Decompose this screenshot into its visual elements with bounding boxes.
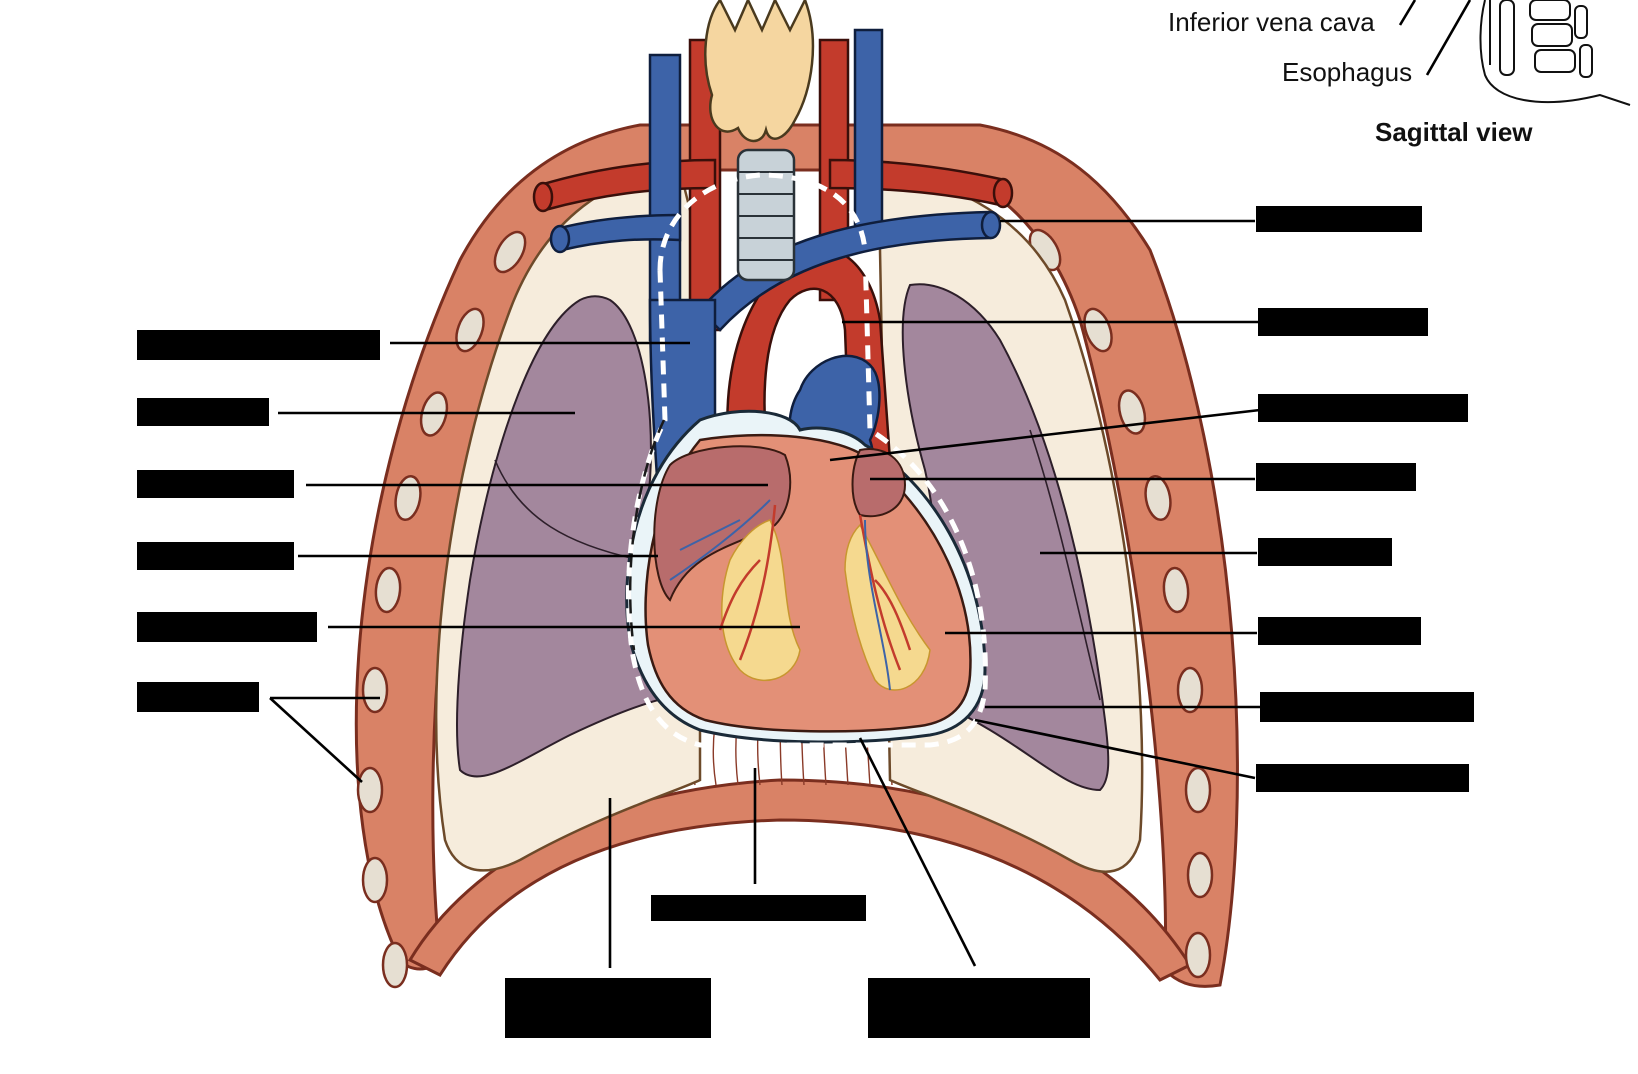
spine-icon (1529, 0, 1593, 78)
sagittal-outline (1479, 0, 1631, 106)
left-lung-fissure (1029, 429, 1101, 701)
rib-icon (1184, 931, 1212, 979)
sagittal-view-title: Sagittal view (1375, 117, 1533, 147)
rib-icon (455, 307, 485, 353)
internal-jugular-left (853, 28, 884, 232)
redacted-label-right-6 (1258, 617, 1421, 645)
redacted-label-left-2 (137, 398, 269, 426)
leader-bottom-3 (858, 737, 977, 967)
leader-right-8 (974, 718, 1256, 780)
trachea-icon (736, 148, 796, 282)
redacted-label-bottom-3 (868, 978, 1090, 1038)
esophagus-label: Esophagus (1282, 57, 1412, 87)
rib-icon (361, 856, 389, 904)
redacted-label-right-4 (1256, 463, 1416, 491)
rib-icon (1117, 389, 1147, 435)
redacted-labels (137, 206, 1474, 1038)
rib-icon (1162, 566, 1190, 614)
right-lung-fissure (494, 459, 641, 561)
redacted-label-left-3 (137, 470, 294, 498)
thyroid-icon (704, 0, 815, 143)
rib-bones-right (1028, 228, 1214, 979)
redacted-label-right-3 (1258, 394, 1468, 422)
redacted-label-right-8 (1256, 764, 1469, 792)
chest-wall (354, 123, 1239, 989)
vessel-end (992, 177, 1014, 209)
rib-icon (1144, 474, 1172, 522)
redacted-label-left-1 (137, 330, 380, 360)
rib-icon (1186, 851, 1214, 899)
redacted-label-bottom-1 (651, 895, 866, 921)
redacted-label-left-4 (137, 542, 294, 570)
cardiac-veins (669, 499, 891, 691)
rib-icon (374, 566, 402, 614)
leader-left-6b (269, 697, 363, 783)
airway (704, 0, 815, 282)
coronary-arteries (718, 504, 912, 671)
redacted-label-left-5 (137, 612, 317, 642)
redacted-label-right-2 (1258, 308, 1428, 336)
inferior-vena-cava-label: Inferior vena cava (1168, 7, 1375, 37)
coronary-fat (721, 519, 931, 691)
rib-icon (1184, 766, 1212, 814)
redacted-label-right-7 (1260, 692, 1474, 722)
redacted-label-right-5 (1258, 538, 1392, 566)
leader-right-3 (829, 408, 1261, 462)
left-atrium (851, 448, 907, 518)
rib-icon (356, 766, 384, 814)
redacted-label-left-6 (137, 682, 259, 712)
rib-icon (493, 230, 527, 274)
mediastinum-boundary (625, 172, 988, 748)
rib-icon (1176, 666, 1204, 714)
leader-esophagus (1425, 0, 1472, 76)
vessel-end (980, 210, 1002, 240)
sagittal-view-thumbnail: Inferior vena cava Esophagus Sagittal vi… (1168, 0, 1631, 147)
leader-inferior-vena-cava (1398, 0, 1417, 26)
rib-icon (381, 941, 409, 989)
vessel-end (532, 181, 554, 213)
internal-jugular-right (648, 53, 682, 342)
redacted-label-bottom-2 (505, 978, 711, 1038)
rib-icon (394, 474, 422, 522)
rib-bones-left (356, 230, 527, 989)
vessel-end (549, 224, 571, 254)
rib-icon (361, 666, 389, 714)
mediastinum-boundary-shadow (629, 419, 666, 651)
rib-icon (1083, 307, 1113, 353)
esophagus-tube (1499, 0, 1515, 76)
redacted-label-right-1 (1256, 206, 1422, 232)
leader-lines (269, 219, 1261, 968)
